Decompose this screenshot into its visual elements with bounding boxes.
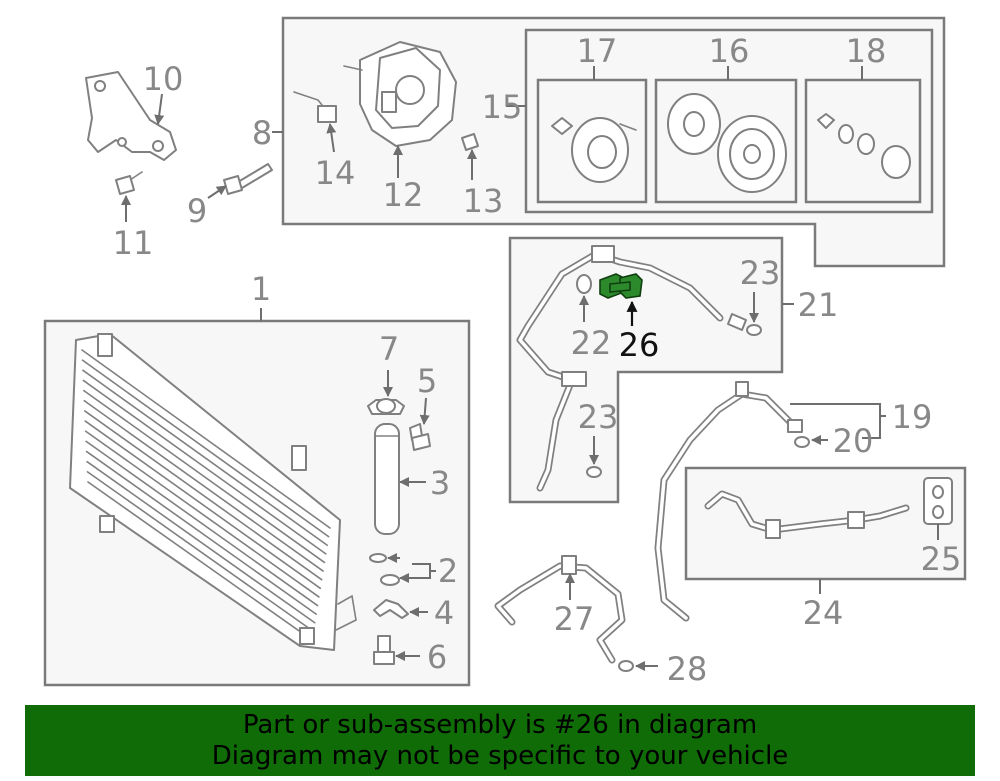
info-banner: Part or sub-assembly is #26 in diagram D… [25,705,975,776]
bolt-part-6 [373,635,395,665]
callout-18: 18 [846,32,887,70]
liquid-line-part-24 [704,490,910,539]
bolt-part-11 [115,171,143,195]
condenser-fin [83,399,324,572]
callout-23-lower: 23 [578,398,619,436]
pulley-part-16 [667,93,787,193]
banner-line-2: Diagram may not be specific to your vehi… [211,740,789,771]
condenser-fin [86,471,315,633]
condenser-fin [83,389,326,564]
oring-part-23-lower [586,466,602,478]
callout-24: 24 [803,594,844,632]
callout-10: 10 [143,60,184,98]
clamp-part-7 [367,398,405,415]
callout-21: 21 [798,286,839,324]
callout-5: 5 [417,362,437,400]
callout-27: 27 [554,600,595,638]
callout-23-upper: 23 [740,254,781,292]
bracket-part-4 [373,599,409,619]
callout-14: 14 [315,154,356,192]
condenser-fin [83,410,323,581]
callout-2: 2 [438,552,458,590]
callout-9: 9 [187,192,207,230]
callout-25: 25 [921,540,962,578]
gasket-part-25 [923,477,953,525]
banner-line-1: Part or sub-assembly is #26 in diagram [242,709,758,740]
condenser-fin [87,481,313,641]
callout-16: 16 [709,32,750,70]
hardware-part-18 [817,113,911,179]
suction-line-part-21 [516,245,747,492]
callout-26: 26 [619,326,660,364]
leader-lines [121,66,939,671]
sensor-part-14 [293,91,337,123]
callout-4: 4 [434,594,454,632]
bolt-part-5 [409,423,431,451]
bolt-part-9 [223,163,273,195]
callout-15: 15 [482,88,523,126]
oring-part-28 [618,660,634,672]
callout-17: 17 [577,32,618,70]
oring-part-20 [794,436,810,448]
callout-19: 19 [892,398,933,436]
hose-part-27 [494,555,626,664]
bracket-part-10 [85,71,177,161]
condenser-part-1 [69,333,357,651]
callout-1: 1 [251,270,271,308]
callout-20: 20 [833,422,874,460]
condenser-fin [82,369,329,547]
oring-part-2 [369,553,400,586]
callout-12: 12 [383,176,424,214]
callout-3: 3 [430,464,450,502]
condenser-fin [85,450,317,615]
condenser-fin [81,359,330,538]
condenser-fin [82,379,327,555]
gasket-part-22 [576,274,592,294]
pressure-switch-part-26 [599,273,643,299]
condenser-fin [85,440,319,607]
drier-part-3 [374,423,400,535]
discharge-hose-part-19 [654,381,803,622]
callout-7: 7 [379,330,399,368]
condenser-fin [84,420,322,590]
callout-11: 11 [113,224,154,262]
callout-13: 13 [463,182,504,220]
callout-8: 8 [252,114,272,152]
coil-part-17 [551,117,637,183]
callout-6: 6 [427,638,447,676]
callout-labels: 1 2 3 4 5 6 7 8 9 10 11 12 13 14 15 16 1… [113,32,962,688]
condenser-fins [81,349,331,641]
bolt-part-13 [461,133,479,151]
condenser-fin [81,349,331,529]
oring-part-23-upper [746,324,762,336]
condenser-fin [86,460,316,624]
callout-28: 28 [667,650,708,688]
callout-22: 22 [571,324,612,362]
suction-line-box [508,236,784,504]
condenser-fin [84,430,320,598]
compressor-part-12 [343,41,457,147]
